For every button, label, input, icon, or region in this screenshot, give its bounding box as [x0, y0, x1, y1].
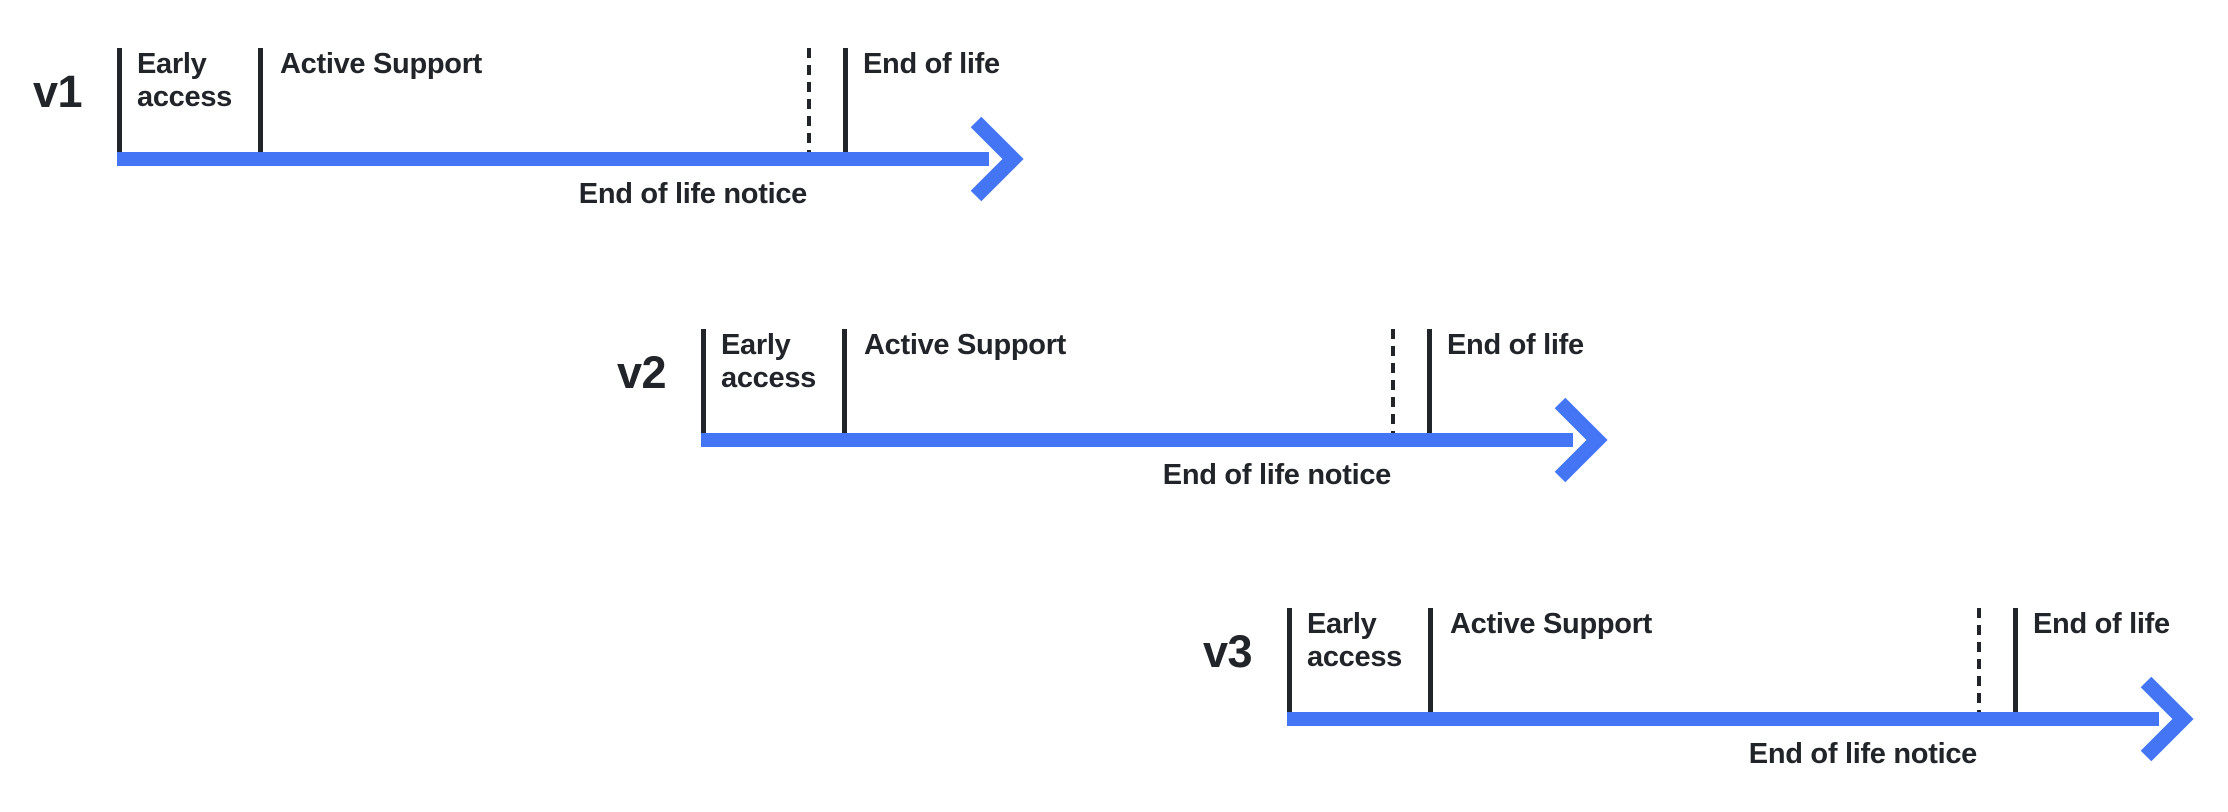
tick-end-of-life-notice [1391, 329, 1395, 433]
early-access-label: Early access [137, 48, 232, 113]
tick-end-of-life-notice [807, 48, 811, 152]
timeline-v2: v2 Early access Active Support End of li… [617, 329, 1651, 549]
tick-early-access-end [258, 48, 263, 152]
end-of-life-label: End of life [2033, 608, 2170, 640]
end-of-life-notice-label: End of life notice [1162, 459, 1392, 491]
end-of-life-notice-label: End of life notice [578, 178, 808, 210]
tick-release-start [701, 329, 706, 433]
version-label: v2 [616, 347, 667, 398]
timeline-v3: v3 Early access Active Support End of li… [1203, 608, 2228, 812]
active-support-label: Active Support [864, 329, 1067, 361]
tick-early-access-end [1428, 608, 1433, 712]
tick-end-of-life [1427, 329, 1432, 433]
tick-end-of-life [843, 48, 848, 152]
tick-end-of-life [2013, 608, 2018, 712]
version-label: v3 [1202, 626, 1253, 677]
end-of-life-notice-label: End of life notice [1748, 738, 1978, 770]
active-support-label: Active Support [280, 48, 483, 80]
tick-release-start [1287, 608, 1292, 712]
timeline-v1: v1 Early access Active Support End of li… [33, 48, 1067, 268]
end-of-life-label: End of life [1447, 329, 1584, 361]
version-label: v1 [32, 66, 83, 117]
early-access-label: Early access [721, 329, 816, 394]
timeline-arrow-icon [117, 116, 1024, 202]
end-of-life-label: End of life [863, 48, 1000, 80]
timeline-arrow-icon [701, 397, 1608, 483]
tick-end-of-life-notice [1977, 608, 1981, 712]
early-access-label: Early access [1307, 608, 1402, 673]
active-support-label: Active Support [1450, 608, 1653, 640]
tick-release-start [117, 48, 122, 152]
timeline-arrow-icon [1287, 676, 2194, 762]
tick-early-access-end [842, 329, 847, 433]
